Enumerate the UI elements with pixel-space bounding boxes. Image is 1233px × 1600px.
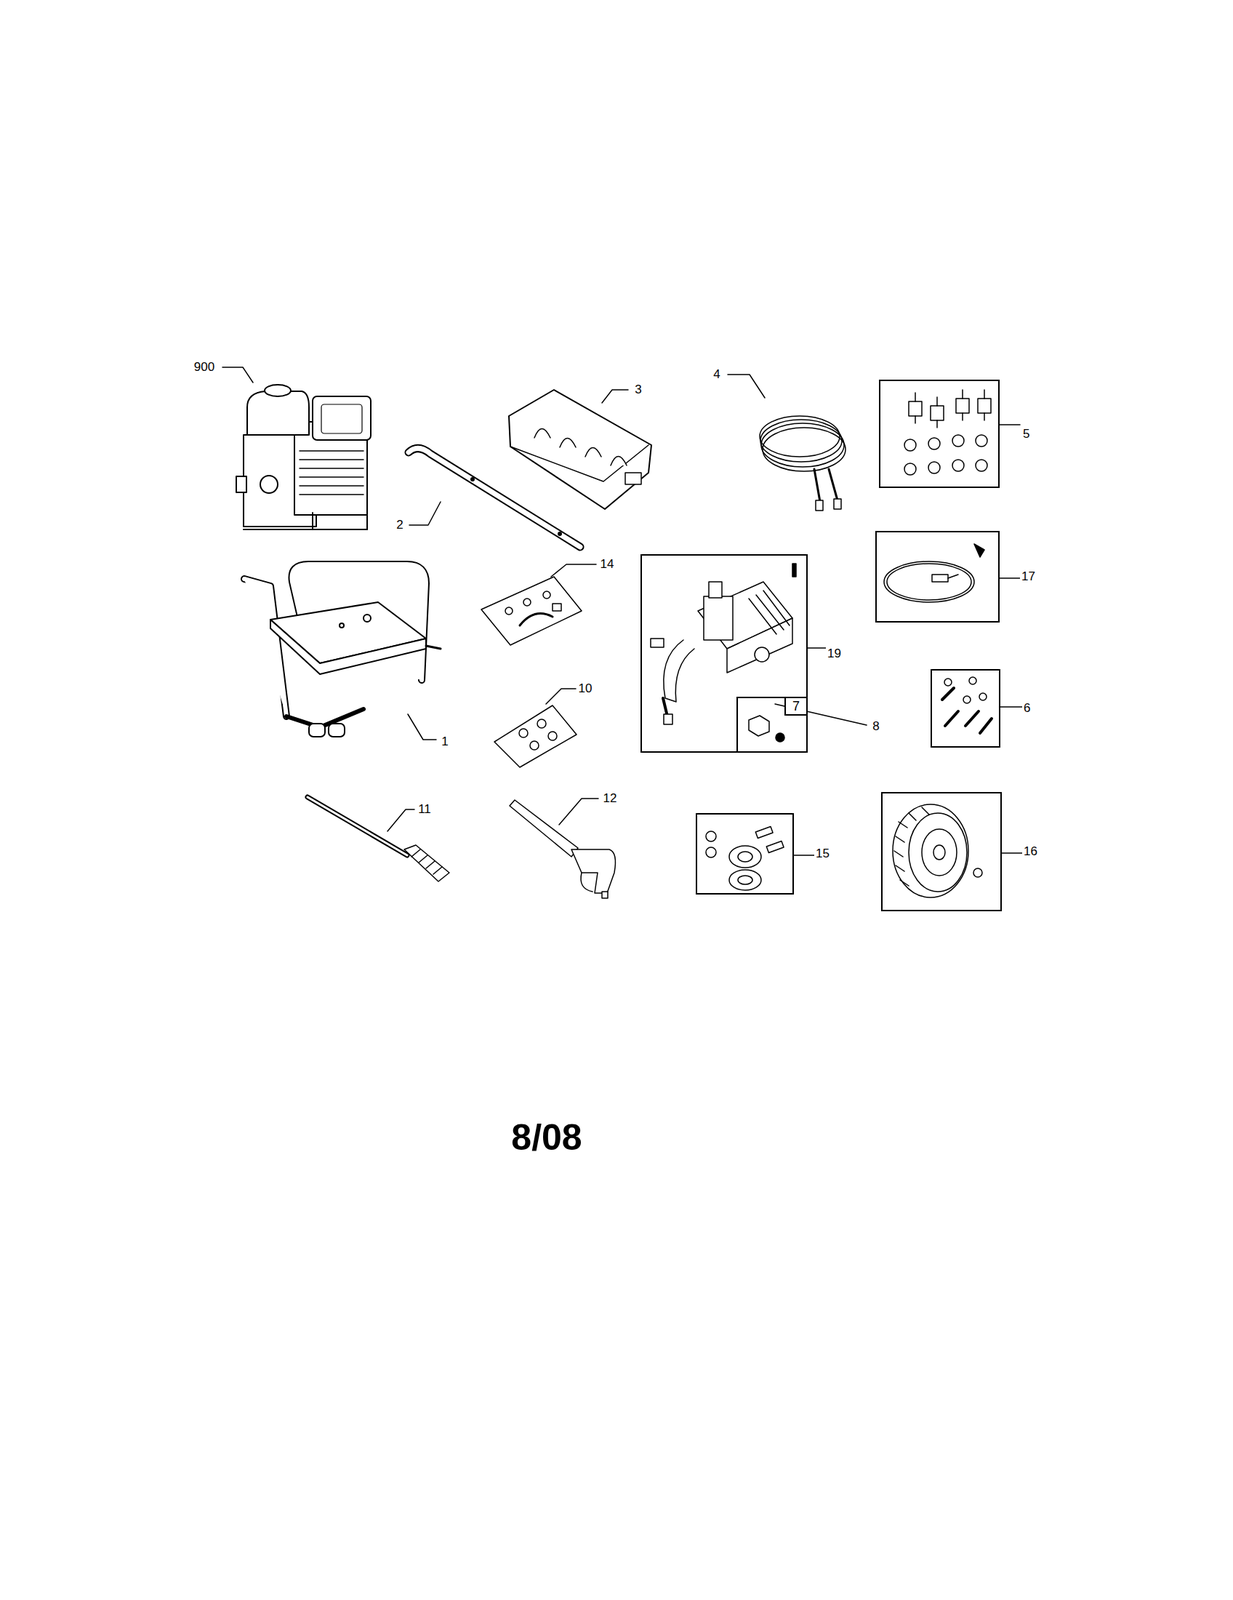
frame: [244, 564, 441, 737]
bearings-and-bolts: [705, 825, 784, 890]
parts-box: 197: [640, 553, 808, 753]
callout-number: 5: [1021, 426, 1031, 442]
parts-packet: [494, 705, 577, 767]
parts-box: 5: [878, 379, 1000, 488]
parts-box: 17: [875, 530, 1000, 623]
callout-number: 2: [394, 517, 405, 533]
callout-number: 14: [599, 556, 616, 572]
callout-number: 19: [825, 646, 843, 661]
parts-box: 7: [736, 696, 808, 753]
parts-box: 6: [930, 668, 1001, 748]
pump: [650, 563, 797, 725]
parts-box: 15: [695, 812, 794, 895]
engine: [236, 384, 371, 530]
shroud: [508, 389, 652, 509]
mounts-and-nuts: [904, 389, 991, 475]
ring-and-fitting: [884, 543, 985, 602]
spray-gun: [509, 799, 616, 898]
callout-number: 16: [1022, 844, 1039, 859]
callout-number: 1: [439, 734, 450, 749]
bolts-and-washers: [942, 676, 992, 733]
callout-number: 900: [192, 359, 216, 375]
callout-number: 15: [814, 846, 831, 861]
date-code: 8/08: [509, 1116, 584, 1158]
parts-box: 16: [881, 791, 1002, 911]
nut-and-oring: [748, 715, 785, 742]
callout-number: 10: [577, 681, 594, 696]
callout-number: 11: [416, 801, 433, 817]
callout-number: 17: [1019, 569, 1037, 584]
callout-number: 8: [870, 719, 881, 734]
parts-packet: [481, 576, 582, 645]
callout-number: 4: [711, 367, 722, 382]
callout-number: 3: [633, 382, 643, 397]
callout-number: 12: [601, 790, 619, 806]
leader-lines: [222, 367, 1023, 855]
wheel: [892, 804, 983, 898]
callout-number: 7: [784, 697, 807, 716]
wand: [307, 796, 450, 882]
callout-number: 6: [1022, 700, 1032, 716]
hose: [759, 415, 846, 511]
